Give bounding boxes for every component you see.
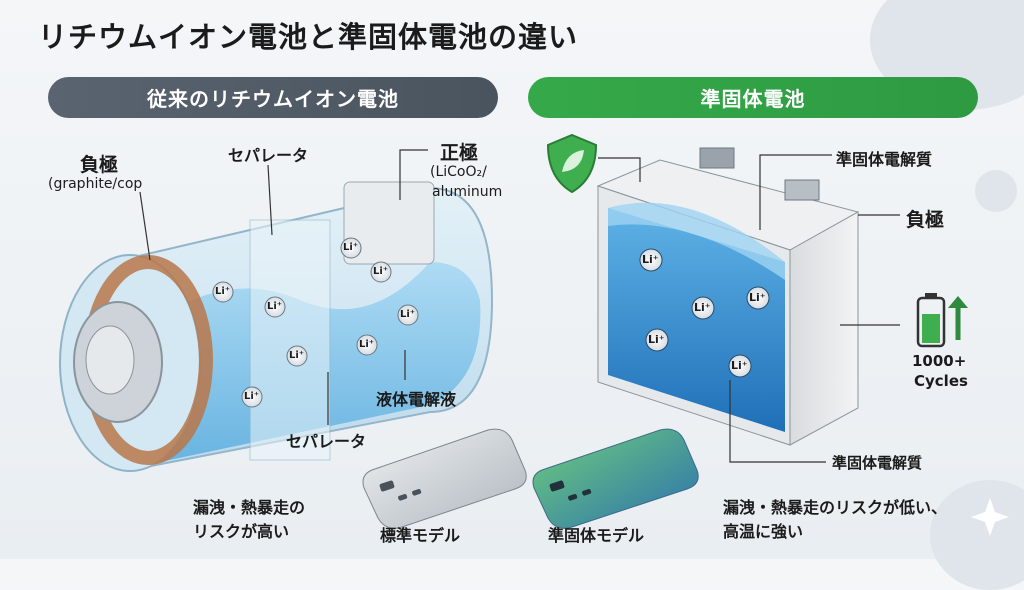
battery-terminal	[85, 325, 135, 395]
right-leaders	[598, 154, 900, 463]
li-ion-label: Li⁺	[694, 301, 711, 314]
left-leaders	[139, 149, 428, 425]
benefit-line-2: 高温に強い	[723, 522, 804, 541]
decor-bubble-small	[975, 170, 1017, 212]
li-ion-label: Li⁺	[731, 359, 748, 372]
li-ion	[639, 248, 663, 272]
li-ion-label: Li⁺	[215, 286, 231, 297]
benefit-line-1: 漏洩・熱暴走のリスクが低い、	[723, 498, 948, 517]
header-conventional: 従来のリチウムイオン電池	[48, 77, 498, 118]
li-ion-label: Li⁺	[343, 242, 359, 253]
separator-label-bottom: セパレータ	[286, 432, 367, 451]
shield-leaf-icon	[546, 133, 598, 194]
anode-material: (graphite/cop	[48, 176, 143, 192]
cathode-material-2: aluminum	[432, 184, 503, 200]
sparkle-icon	[971, 498, 1009, 536]
standard-power-bank	[362, 428, 527, 529]
terminal	[784, 179, 820, 201]
li-ion	[397, 304, 419, 326]
li-ion	[241, 386, 263, 408]
li-ion-label: Li⁺	[244, 391, 260, 402]
battery-level-icon	[916, 293, 968, 348]
standard-model-label: 標準モデル	[380, 526, 461, 545]
header-semi-solid: 準固体電池	[528, 77, 978, 118]
li-ion	[691, 296, 715, 320]
right-anode-label: 負極	[906, 209, 945, 231]
right-ions	[639, 248, 770, 378]
cycles-count: 1000+	[912, 352, 967, 370]
cycles-label: Cycles	[914, 372, 968, 390]
semi-solid-model-label: 準固体モデル	[548, 526, 645, 545]
semi-solid-power-bank	[532, 428, 699, 529]
separator-membrane	[249, 219, 331, 461]
liquid-electrolyte-label: 液体電解液	[376, 390, 457, 409]
separator-label-top: セパレータ	[228, 146, 309, 165]
li-ion	[356, 334, 378, 356]
li-ion	[286, 345, 308, 367]
cathode-material-1: (LiCoO₂/	[430, 164, 487, 180]
gel-electrolyte-label-top: 準固体電解質	[836, 150, 933, 169]
li-ion-label: Li⁺	[749, 291, 766, 304]
li-ion	[264, 296, 286, 318]
li-ion-label: Li⁺	[359, 339, 375, 350]
cylinder-battery	[59, 181, 494, 472]
terminal	[699, 147, 735, 169]
risk-line-1: 漏洩・熱暴走の	[193, 498, 306, 517]
anode-side-plate	[789, 211, 859, 446]
semi-solid-battery	[596, 147, 860, 446]
illustration-canvas	[59, 133, 1009, 536]
li-ion	[370, 261, 392, 283]
li-ion	[728, 354, 752, 378]
li-ion	[645, 328, 669, 352]
li-ion-label: Li⁺	[289, 350, 305, 361]
cathode-plate	[343, 181, 435, 265]
li-ion	[340, 237, 362, 259]
li-ion	[746, 286, 770, 310]
left-ions	[212, 237, 419, 408]
li-ion-label: Li⁺	[400, 309, 416, 320]
li-ion	[212, 281, 234, 303]
li-ion-label: Li⁺	[648, 333, 665, 346]
li-ion-label: Li⁺	[642, 253, 659, 266]
risk-line-2: リスクが高い	[193, 522, 290, 541]
li-ion-label: Li⁺	[267, 301, 283, 312]
gel-electrolyte-label-bottom: 準固体電解質	[832, 454, 923, 472]
cathode-label: 正極	[440, 142, 479, 164]
anode-label: 負極	[80, 154, 119, 176]
page-title: リチウムイオン電池と準固体電池の違い	[38, 20, 579, 54]
li-ion-label: Li⁺	[373, 266, 389, 277]
